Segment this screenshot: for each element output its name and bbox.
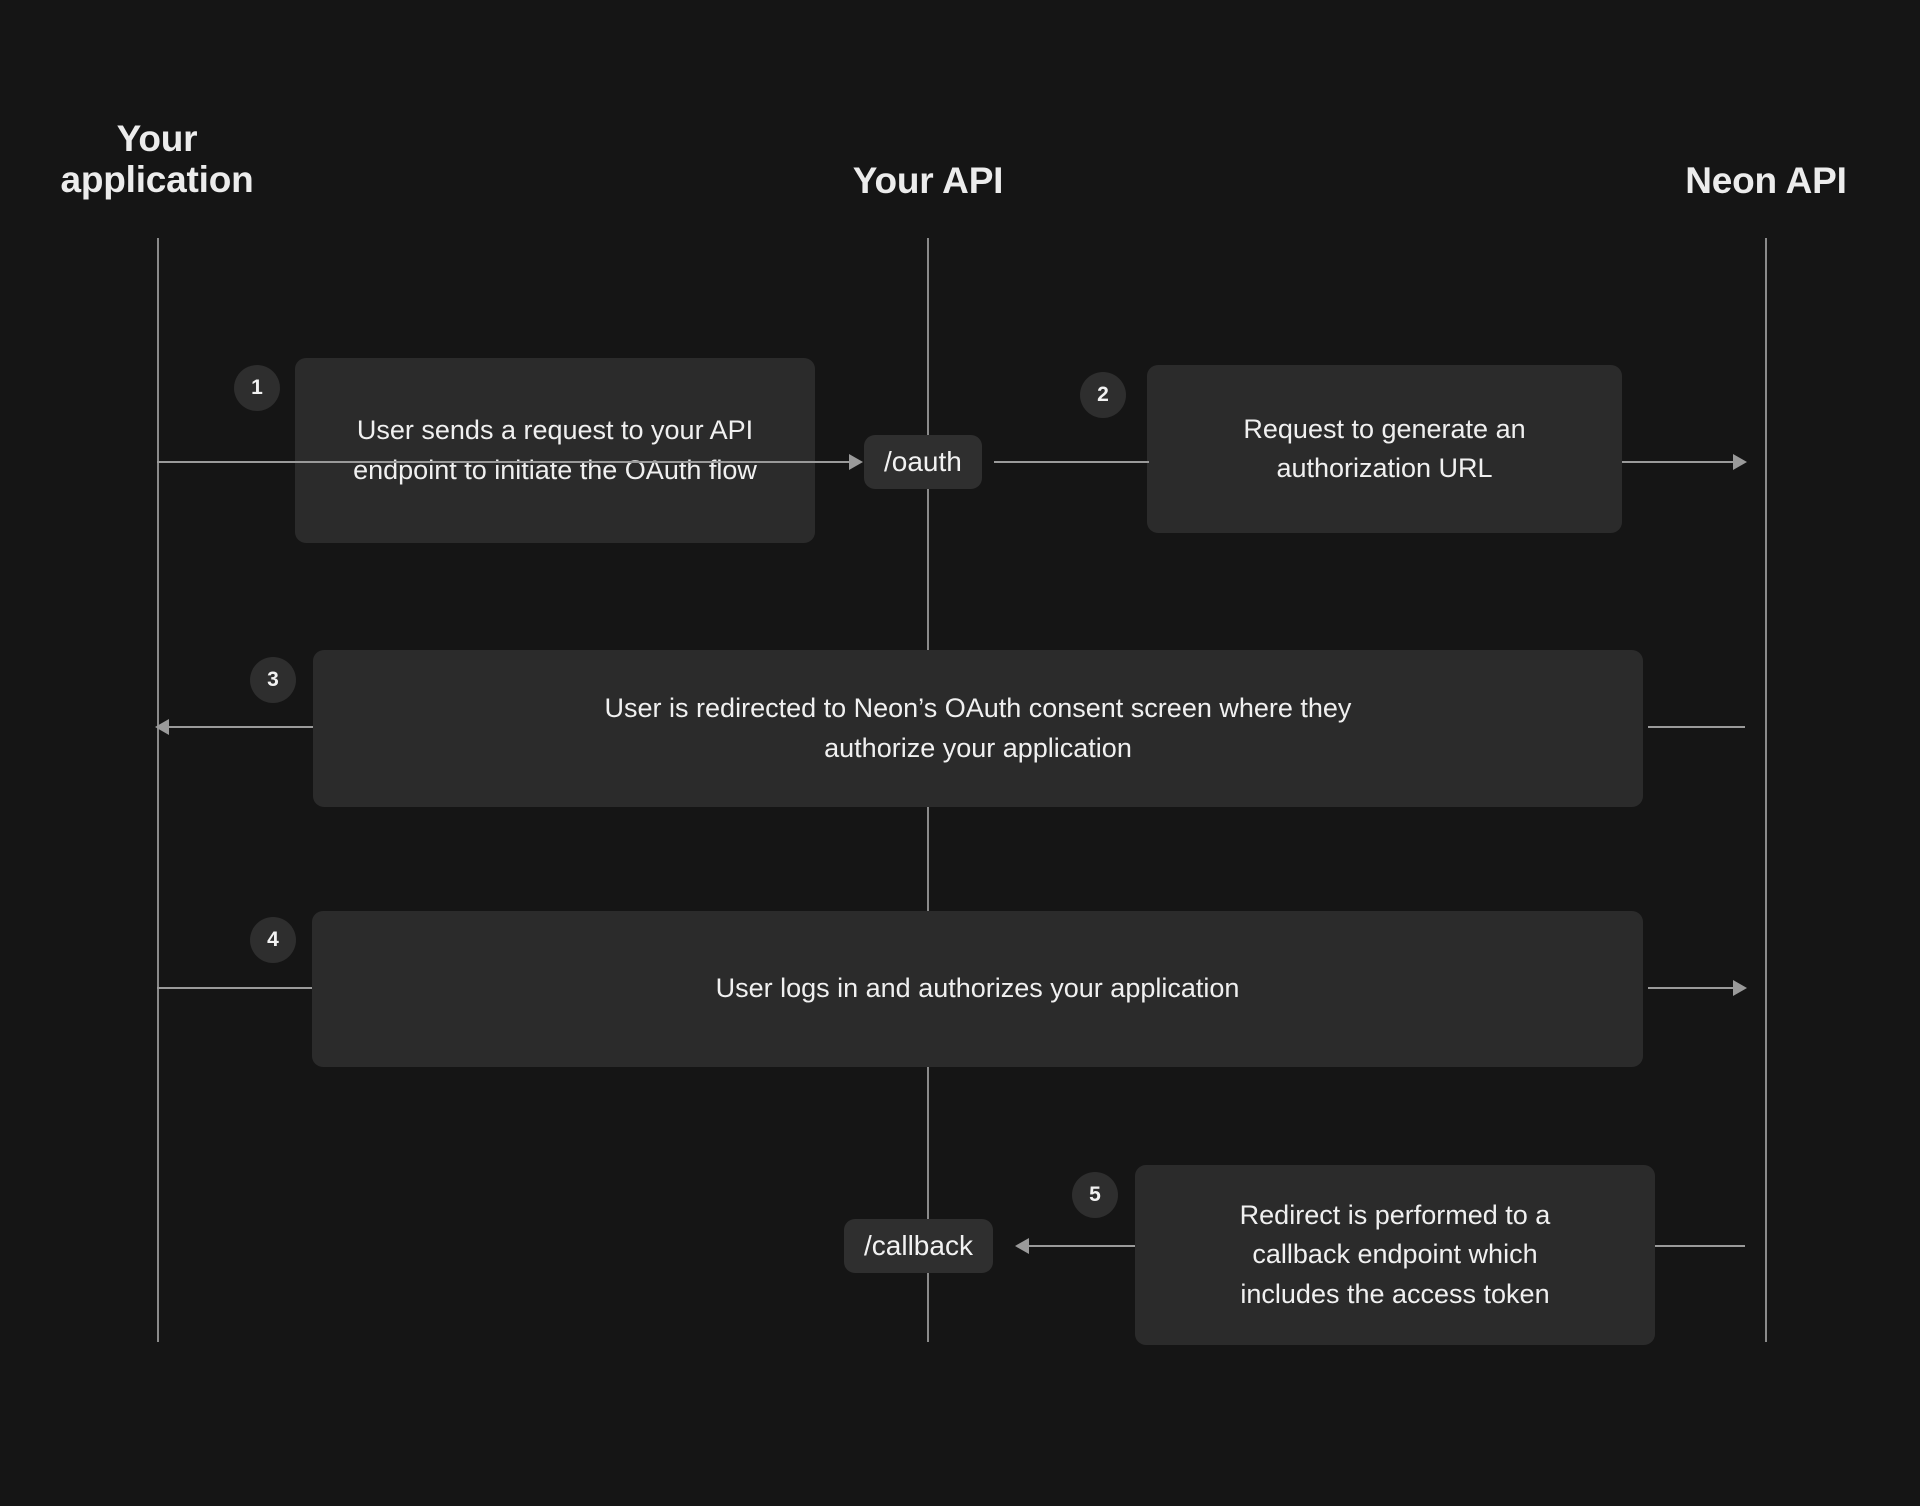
step-5-badge: 5 bbox=[1072, 1172, 1118, 1218]
step-4-message-text: User logs in and authorizes your applica… bbox=[715, 973, 1240, 1004]
step-1-message-box: User sends a request to your API endpoin… bbox=[295, 358, 815, 543]
oauth-endpoint-pill[interactable]: /oauth bbox=[864, 435, 982, 489]
step-5-connector-line-left bbox=[1028, 1245, 1135, 1247]
step-3-connector-line-left bbox=[168, 726, 313, 728]
step-1-connector-line bbox=[157, 461, 852, 463]
step-3-message-text: User is redirected to Neon’s OAuth conse… bbox=[604, 693, 1352, 763]
step-4-message-box: User logs in and authorizes your applica… bbox=[312, 911, 1643, 1067]
lifeline-your-application bbox=[157, 238, 159, 1342]
actor-header-your-api: Your API bbox=[852, 160, 1004, 201]
step-4-arrowhead bbox=[1733, 980, 1747, 996]
actor-header-neon-api: Neon API bbox=[1685, 160, 1847, 201]
step-2-message-box: Request to generate an authorization URL bbox=[1147, 365, 1622, 533]
step-2-connector-line-right bbox=[1622, 461, 1736, 463]
oauth-endpoint-label: /oauth bbox=[884, 446, 962, 477]
step-3-arrowhead bbox=[155, 719, 169, 735]
step-4-connector-line-right bbox=[1648, 987, 1736, 989]
step-3-connector-line-right bbox=[1648, 726, 1745, 728]
callback-endpoint-label: /callback bbox=[864, 1230, 973, 1261]
step-2-badge: 2 bbox=[1080, 372, 1126, 418]
step-1-badge: 1 bbox=[234, 365, 280, 411]
step-2-connector-line-left bbox=[994, 461, 1149, 463]
step-5-message-box: Redirect is performed to a callback endp… bbox=[1135, 1165, 1655, 1345]
step-4-badge: 4 bbox=[250, 917, 296, 963]
step-5-arrowhead bbox=[1015, 1238, 1029, 1254]
step-1-message-text: User sends a request to your API endpoin… bbox=[353, 415, 757, 485]
step-3-message-box: User is redirected to Neon’s OAuth conse… bbox=[313, 650, 1643, 807]
step-5-message-text: Redirect is performed to a callback endp… bbox=[1239, 1200, 1551, 1309]
step-2-message-text: Request to generate an authorization URL bbox=[1243, 413, 1526, 483]
step-4-connector-line-left bbox=[157, 987, 312, 989]
step-1-arrowhead bbox=[849, 454, 863, 470]
step-2-arrowhead bbox=[1733, 454, 1747, 470]
step-3-badge: 3 bbox=[250, 657, 296, 703]
step-5-connector-line-right bbox=[1655, 1245, 1745, 1247]
callback-endpoint-pill[interactable]: /callback bbox=[844, 1219, 993, 1273]
actor-header-your-application: Your application bbox=[60, 118, 254, 201]
lifeline-neon-api bbox=[1765, 238, 1767, 1342]
